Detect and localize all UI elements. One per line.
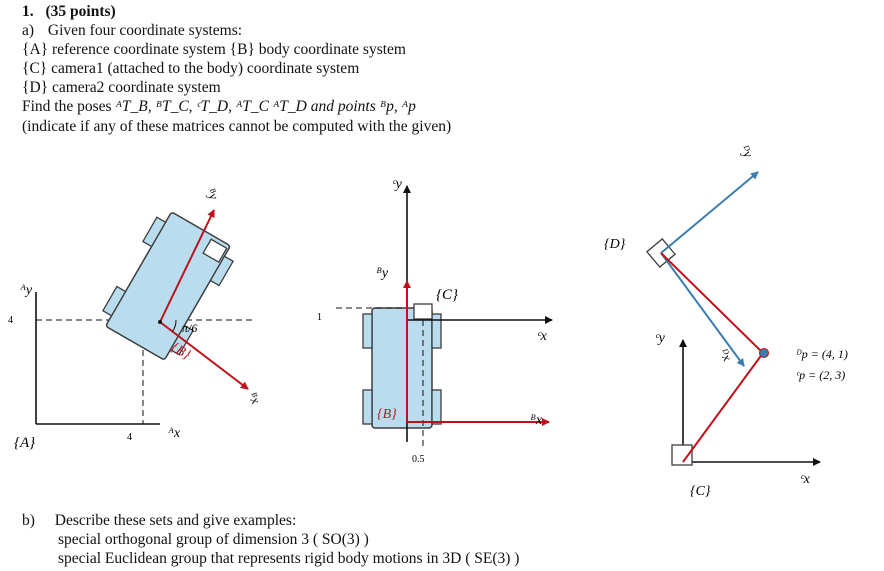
label-axis-c-x: ᶜx <box>537 329 548 344</box>
part-b-intro: Describe these sets and give examples: <box>54 512 297 529</box>
label-tick-y-4: 4 <box>8 315 13 326</box>
problem-points: (35 points) <box>45 3 116 20</box>
label-axis-b-y-2: ᴮy <box>376 266 389 281</box>
figure-3: {D} ᴰy ᴰx ᶜy ᶜx {C} ᴰp = (4, 1) ᶜp = (2,… <box>604 142 848 499</box>
part-b-label: b) <box>22 512 35 529</box>
label-point-d: ᴰp = (4, 1) <box>796 347 848 361</box>
part-a-intro: Given four coordinate systems: <box>47 22 243 39</box>
body-b-rotated <box>102 212 234 360</box>
part-b-item-so3: special orthogonal group of dimension 3 … <box>58 531 369 548</box>
label-axis-b-x: ᴮx <box>245 389 264 406</box>
point-p <box>759 348 769 358</box>
wheel-right-top <box>431 313 442 349</box>
label-axis-b-y: ᴮy <box>203 185 222 202</box>
frame-c-description: {C} camera1 (attached to the body) coord… <box>22 60 360 77</box>
find-items: ᴬT_B, ᴮT_C, ᶜT_D, ᴬT_C ᴬT_D and points ᴮ… <box>115 98 416 115</box>
find-note: (indicate if any of these matrices canno… <box>22 118 452 135</box>
figure-2: ᶜy ᶜx ᴮy ᴮx {C} {B} 1 0.5 <box>317 177 553 465</box>
problem-number: 1. <box>22 3 34 20</box>
label-angle: π/6 <box>182 321 197 335</box>
vector-c-to-p <box>682 352 764 463</box>
camera-c-box <box>413 303 433 320</box>
part-a-label: a) <box>22 22 35 39</box>
camera-c-marker <box>671 444 693 466</box>
part-b-intro-line: b) Describe these sets and give examples… <box>22 511 296 530</box>
label-axis-a-y: ᴬy <box>20 283 33 298</box>
label-tick-x-05: 0.5 <box>412 454 425 465</box>
figure-1: ᴬy ᴬx 4 4 {A} π/6 {B} ᴮy ᴮx <box>8 185 264 451</box>
origin-b <box>158 320 162 324</box>
label-axis-c-y: ᶜy <box>392 177 403 192</box>
label-frame-d: {D} <box>604 237 626 252</box>
angle-arc <box>171 319 177 333</box>
frame-d-description: {D} camera2 coordinate system <box>22 79 221 96</box>
label-tick-x-4: 4 <box>127 432 132 443</box>
axis-d-y <box>660 171 759 254</box>
wheel-left-bottom <box>362 389 373 425</box>
wheel-left-top <box>362 313 373 349</box>
vector-d-to-p <box>660 252 764 354</box>
wheel-right-bottom <box>431 389 442 425</box>
frame-a-b-description: {A} reference coordinate system {B} body… <box>22 41 406 58</box>
part-a-intro-line: a) Given four coordinate systems: <box>22 21 242 40</box>
label-frame-b-2: {B} <box>377 407 397 422</box>
part-b-item-se3: special Euclidean group that represents … <box>58 550 520 567</box>
label-axis-c-y-3: ᶜy <box>655 331 666 346</box>
label-axis-a-x: ᴬx <box>168 426 181 441</box>
axis-b-y <box>159 209 215 323</box>
axis-d-x <box>660 252 745 367</box>
label-axis-d-y: ᴰy <box>737 142 756 160</box>
label-tick-y-1: 1 <box>317 312 322 323</box>
label-frame-c: {C} <box>436 287 458 303</box>
label-axis-c-x-3: ᶜx <box>800 472 811 487</box>
find-prefix: Find the poses <box>22 98 112 115</box>
label-point-c: ᶜp = (2, 3) <box>796 368 845 382</box>
axis-b-x <box>159 321 249 390</box>
problem-header: 1. (35 points) <box>22 2 116 21</box>
label-frame-c-3: {C} <box>690 484 711 499</box>
label-frame-a: {A} <box>14 435 35 451</box>
find-poses-line: Find the poses ᴬT_B, ᴮT_C, ᶜT_D, ᴬT_C ᴬT… <box>22 97 416 116</box>
label-axis-b-x-2: ᴮx <box>530 413 543 428</box>
